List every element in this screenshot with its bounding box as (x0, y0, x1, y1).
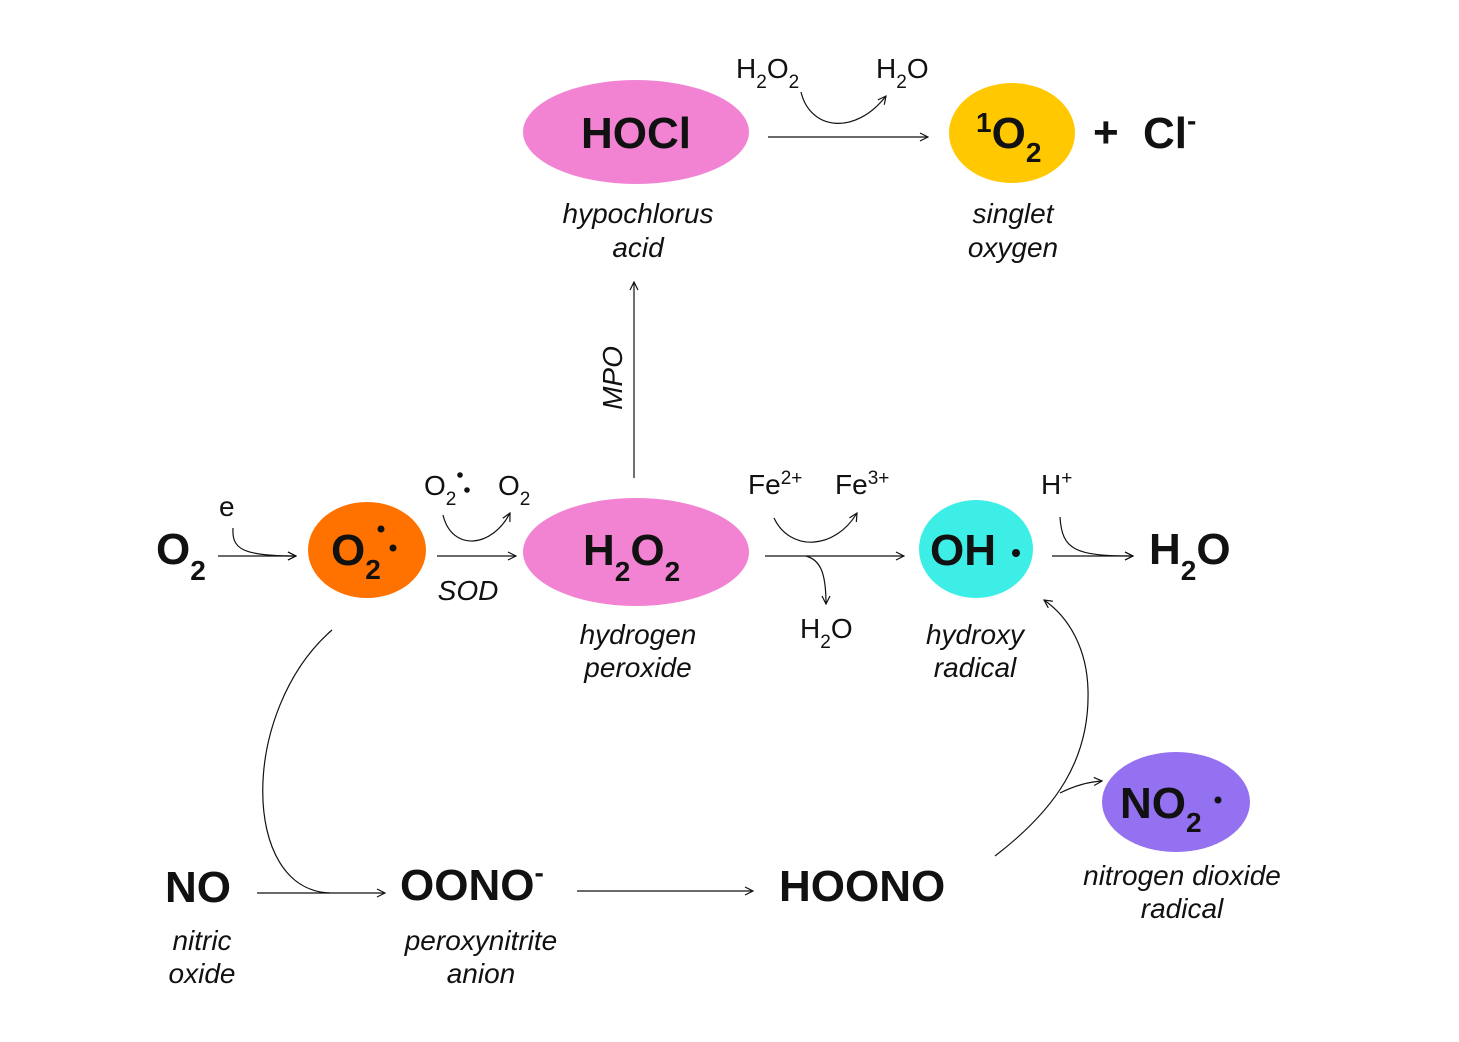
sod-curve (442, 513, 510, 542)
h2o2-label: H2O2 (583, 526, 680, 587)
plus-sign: + (1093, 108, 1119, 157)
peroxynitrite-caption-line2: anion (447, 958, 516, 989)
fenton-water-curve (805, 555, 826, 604)
oxygen-o2: O2 (156, 525, 206, 586)
mpo-enzyme-label: MPO (597, 346, 628, 410)
sod-superoxide-in: O2 (424, 470, 456, 510)
hocl-ellipse (523, 80, 749, 184)
sod-in-radical-dot-1 (457, 472, 463, 478)
electron-label: e (219, 491, 235, 522)
hoono-to-no2-branch (1059, 781, 1102, 794)
chloride-ion: Cl- (1143, 105, 1196, 158)
h2o2-caption-line2: peroxide (583, 652, 691, 683)
superoxide-to-peroxynitrite-curve (262, 629, 333, 894)
hydroxyl-radical-dot (1012, 549, 1020, 557)
superoxide-label: O2 (331, 526, 381, 585)
singlet-oxygen-ellipse (949, 83, 1075, 183)
no2-radical-dot (1214, 796, 1222, 804)
no2-caption-line2: radical (1141, 893, 1224, 924)
hydroxyl-ellipse (919, 500, 1033, 598)
superoxide-ellipse (308, 502, 426, 598)
fenton-h2o-product: H2O (800, 613, 853, 653)
nitric-oxide-caption-line2: oxide (169, 958, 236, 989)
h2o2-caption-line1: hydrogen (580, 619, 697, 650)
fe2-reagent: Fe2+ (748, 468, 802, 500)
hydroxyl-label: OH (930, 526, 996, 575)
superoxide-radical-dot-2 (389, 544, 397, 552)
fe3-product: Fe3+ (835, 468, 889, 500)
proton-reagent: H+ (1041, 468, 1072, 500)
singlet-oxygen-label: 1O2 (976, 107, 1041, 168)
singlet-oxygen-caption-line2: oxygen (968, 232, 1058, 263)
h2o2-ellipse (523, 498, 749, 606)
top-h2o2-reagent: H2O2 (736, 53, 799, 93)
no2-caption-line1: nitrogen dioxide (1083, 860, 1281, 891)
top-h2o2-to-h2o-curve (800, 91, 886, 124)
sod-oxygen-out: O2 (498, 470, 530, 510)
hocl-caption-line2: acid (612, 232, 665, 263)
singlet-oxygen-caption-line1: singlet (973, 198, 1055, 229)
superoxide-radical-dot-1 (377, 525, 385, 533)
hocl-caption-line1: hypochlorus (563, 198, 714, 229)
nitric-oxide-label: NO (165, 863, 231, 912)
sod-enzyme-label: SOD (438, 575, 499, 606)
hocl-label: HOCl (581, 109, 691, 158)
top-h2o-product: H2O (876, 53, 929, 93)
hydroxyl-caption-line2: radical (934, 652, 1017, 683)
water-product: H2O (1149, 525, 1231, 586)
hoono-label: HOONO (779, 862, 945, 911)
fenton-iron-curve (773, 513, 857, 543)
peroxynitrite-label: OONO- (400, 857, 544, 910)
electron-curve (232, 527, 296, 556)
peroxynitrite-caption-line1: peroxynitrite (404, 925, 558, 956)
hoono-to-hydroxyl-curve (994, 600, 1089, 857)
no2-ellipse (1102, 752, 1250, 852)
nitric-oxide-caption-line1: nitric (172, 925, 231, 956)
sod-in-radical-dot-2 (464, 487, 470, 493)
no2-label: NO2 (1120, 779, 1202, 838)
hydroxyl-caption-line1: hydroxy (926, 619, 1026, 650)
proton-curve (1059, 516, 1133, 556)
